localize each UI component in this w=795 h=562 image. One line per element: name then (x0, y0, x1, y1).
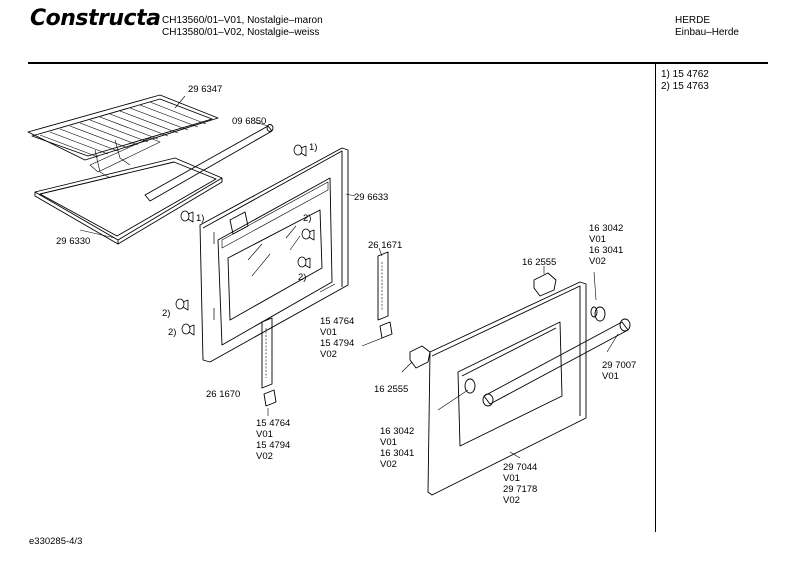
label-part-296347: 29 6347 (188, 84, 223, 95)
label-part-162555-top: 16 2555 (522, 257, 557, 268)
model-line-2: CH13580/01–V02, Nostalgie–weiss (162, 27, 320, 38)
door-clips (409, 272, 557, 369)
screws (175, 144, 315, 336)
footnote-2: 2) 15 4763 (661, 81, 709, 92)
brand-logo: Constructa (30, 6, 161, 31)
document-id: e330285-4/3 (29, 536, 83, 547)
inner-door-frame (199, 147, 349, 363)
ref-1-top: 1) (309, 142, 318, 153)
ref-2-left-lower: 2) (168, 327, 177, 338)
category-1: HERDE (675, 15, 711, 26)
label-part-296330: 29 6330 (56, 236, 91, 247)
ref-2-lower: 2) (298, 272, 307, 283)
hinges (261, 251, 393, 407)
outer-door-panel (427, 281, 587, 496)
label-part-261671: 26 1671 (368, 240, 403, 251)
ref-2-upper: 2) (303, 213, 312, 224)
door-handle (464, 306, 631, 407)
oven-rack (27, 94, 219, 179)
footnote-1: 1) 15 4762 (661, 69, 709, 80)
ref-2-left-upper: 2) (162, 308, 171, 319)
label-part-261670: 26 1670 (206, 389, 241, 400)
label-part-096850: 09 6850 (232, 116, 267, 127)
label-part-296633: 29 6633 (354, 192, 389, 203)
model-line-1: CH13560/01–V01, Nostalgie–maron (162, 15, 323, 26)
handle-bar (144, 124, 274, 202)
category-2: Einbau–Herde (675, 27, 739, 38)
leader-lines (79, 95, 619, 459)
baking-tray (34, 157, 223, 245)
header-rule (28, 62, 768, 64)
label-part-162555-mid: 16 2555 (374, 384, 409, 395)
side-divider (655, 62, 657, 532)
ref-1-left: 1) (196, 213, 205, 224)
